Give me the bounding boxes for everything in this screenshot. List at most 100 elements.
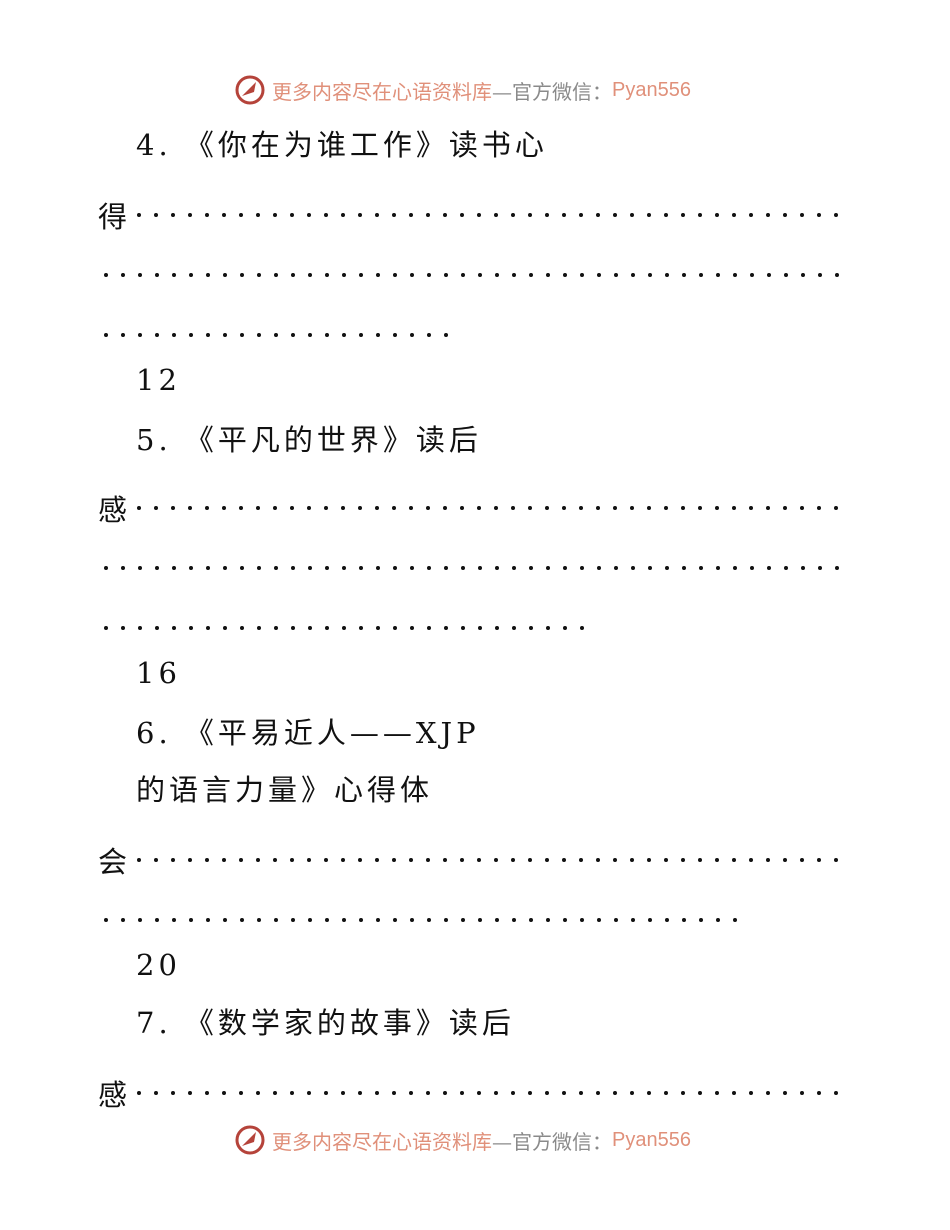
leader-dot [557, 247, 574, 287]
leader-dot [217, 600, 234, 640]
toc-title[interactable]: 6. 《平易近人——XJP [136, 716, 480, 750]
leader-dot [234, 892, 251, 932]
leader-dot [607, 480, 624, 520]
footer-banner: 更多内容尽在心语资料库 —官方微信： Pyan556 [234, 1122, 691, 1158]
leader-dot [557, 540, 574, 580]
leader-dot [455, 892, 472, 932]
leader-dot [301, 1065, 318, 1105]
banner-wechat-label: —官方微信： [492, 79, 612, 104]
leader-dot [216, 1065, 233, 1105]
leader-dot [200, 892, 217, 932]
leader-dot [574, 247, 591, 287]
toc-title[interactable]: 7. 《数学家的故事》读后 [136, 1006, 515, 1040]
toc-title[interactable]: 4. 《你在为谁工作》读书心 [136, 128, 548, 162]
leader-dot [726, 1065, 743, 1105]
leader-dot [166, 307, 183, 347]
leader-dot [523, 540, 540, 580]
leader-dot [387, 892, 404, 932]
leader-dot [149, 600, 166, 640]
toc-title[interactable]: 5. 《平凡的世界》读后 [136, 423, 482, 457]
header-banner: 更多内容尽在心语资料库 —官方微信： Pyan556 [234, 72, 691, 108]
toc-page-number: 16 [136, 656, 181, 690]
leader-dot [556, 832, 573, 872]
leader-dot [149, 307, 166, 347]
leader-dot [743, 480, 760, 520]
leader-dot [692, 832, 709, 872]
quill-logo-icon [235, 75, 265, 105]
leader-dot [794, 832, 811, 872]
leader-dot [472, 892, 489, 932]
leader-dot [387, 307, 404, 347]
leader-dot [540, 540, 557, 580]
leader-dot [590, 187, 607, 227]
leader-dot [217, 307, 234, 347]
leader-dot [488, 1065, 505, 1105]
leader-dot [489, 540, 506, 580]
leader-dot [438, 307, 455, 347]
leader-dot [98, 307, 115, 347]
leader-dot [267, 480, 284, 520]
leader-dot [217, 540, 234, 580]
leader-dot [828, 1065, 845, 1105]
leader-dot [149, 247, 166, 287]
leader-dot [556, 1065, 573, 1105]
leader-dot [353, 600, 370, 640]
leader-dot [608, 892, 625, 932]
leader-dot [132, 540, 149, 580]
leader-dot [115, 307, 132, 347]
leader-dot [200, 540, 217, 580]
dot-leader [98, 600, 591, 650]
toc-leader-line: 感 [98, 1065, 845, 1112]
leader-dot [267, 187, 284, 227]
leader-dot [234, 600, 251, 640]
leader-dot [743, 1065, 760, 1105]
leader-dot [403, 1065, 420, 1105]
toc-leader-line: 感 [98, 480, 845, 527]
leader-dot [370, 600, 387, 640]
leader-dot [557, 600, 574, 640]
leader-dot [199, 1065, 216, 1105]
leader-dot [370, 307, 387, 347]
leader-dot [591, 247, 608, 287]
leader-dot [336, 540, 353, 580]
leader-dot [454, 832, 471, 872]
leader-dot [642, 892, 659, 932]
leader-dot [404, 540, 421, 580]
leader-dot [387, 247, 404, 287]
leader-dot [132, 247, 149, 287]
leader-dot [472, 247, 489, 287]
leader-dot [726, 480, 743, 520]
leader-dot [522, 1065, 539, 1105]
leader-dot [319, 307, 336, 347]
leader-dot [352, 480, 369, 520]
toc-leader-line [98, 247, 846, 287]
leader-dot [608, 540, 625, 580]
leader-dot [539, 187, 556, 227]
leader-dot [438, 247, 455, 287]
toc-title-tail: 会 [98, 845, 132, 879]
leader-dot [506, 540, 523, 580]
leader-dot [506, 600, 523, 640]
leader-dot [200, 247, 217, 287]
leader-dot [777, 187, 794, 227]
leader-dot [437, 832, 454, 872]
leader-dot [522, 832, 539, 872]
leader-dot [285, 540, 302, 580]
leader-dot [250, 832, 267, 872]
leader-dot [386, 480, 403, 520]
leader-dot [692, 187, 709, 227]
dot-leader [98, 540, 846, 590]
leader-dot [182, 1065, 199, 1105]
leader-dot [98, 892, 115, 932]
leader-dot [387, 600, 404, 640]
leader-dot [488, 832, 505, 872]
leader-dot [183, 892, 200, 932]
leader-dot [183, 600, 200, 640]
leader-dot [149, 540, 166, 580]
leader-dot [710, 247, 727, 287]
leader-dot [471, 480, 488, 520]
toc-leader-line: 会 [98, 832, 845, 879]
leader-dot [778, 540, 795, 580]
leader-dot [726, 187, 743, 227]
toc-title-continued[interactable]: 的语言力量》心得体 [136, 773, 434, 807]
